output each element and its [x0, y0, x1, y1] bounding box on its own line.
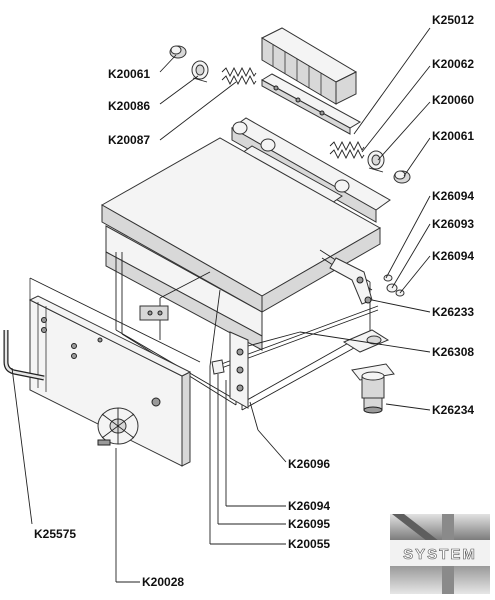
system-logo-text: SYSTEM — [403, 546, 477, 563]
part-clip-left-k20086 — [191, 60, 209, 83]
label-k26234: K26234 — [432, 403, 474, 417]
label-k25012: K25012 — [432, 13, 474, 27]
part-clip-right — [367, 150, 385, 173]
system-logo: SYSTEM — [390, 514, 490, 594]
part-handwheel-k20028 — [97, 407, 139, 446]
label-k26095: K26095 — [288, 517, 330, 531]
part-knob-left-k20061 — [169, 45, 187, 59]
part-foot-k26234 — [351, 363, 395, 414]
label-k20060: K20060 — [432, 93, 474, 107]
part-base-plate — [342, 329, 390, 353]
part-handle-k25575 — [3, 330, 45, 381]
label-k25575: K25575 — [34, 527, 76, 541]
part-spring-left-k20087 — [221, 66, 257, 86]
part-top-plate — [100, 137, 382, 313]
part-bracket-bar-k20062 — [260, 73, 362, 135]
part-top-bar-k25012 — [260, 27, 358, 105]
label-k20028: K20028 — [142, 575, 184, 589]
label-k20055: K20055 — [288, 537, 330, 551]
label-k20061-right: K20061 — [432, 129, 474, 143]
label-k26308: K26308 — [432, 345, 474, 359]
label-k26233: K26233 — [432, 305, 474, 319]
label-k26094-a: K26094 — [432, 189, 474, 203]
part-front-panel — [105, 225, 263, 351]
label-k20062: K20062 — [432, 57, 474, 71]
part-spring-right-k20060 — [329, 140, 365, 160]
label-k20086: K20086 — [108, 99, 150, 113]
label-k26096: K26096 — [288, 457, 330, 471]
label-k26093: K26093 — [432, 217, 474, 231]
part-bracket-k26096 — [229, 331, 249, 409]
part-knob-right-k20061 — [393, 170, 411, 184]
part-door-panel — [28, 277, 201, 467]
label-k26094-c: K26094 — [288, 499, 330, 513]
label-k26094-b: K26094 — [432, 249, 474, 263]
label-k20087: K20087 — [108, 133, 150, 147]
leader-lines — [11, 27, 431, 583]
label-k20061-left: K20061 — [108, 67, 150, 81]
